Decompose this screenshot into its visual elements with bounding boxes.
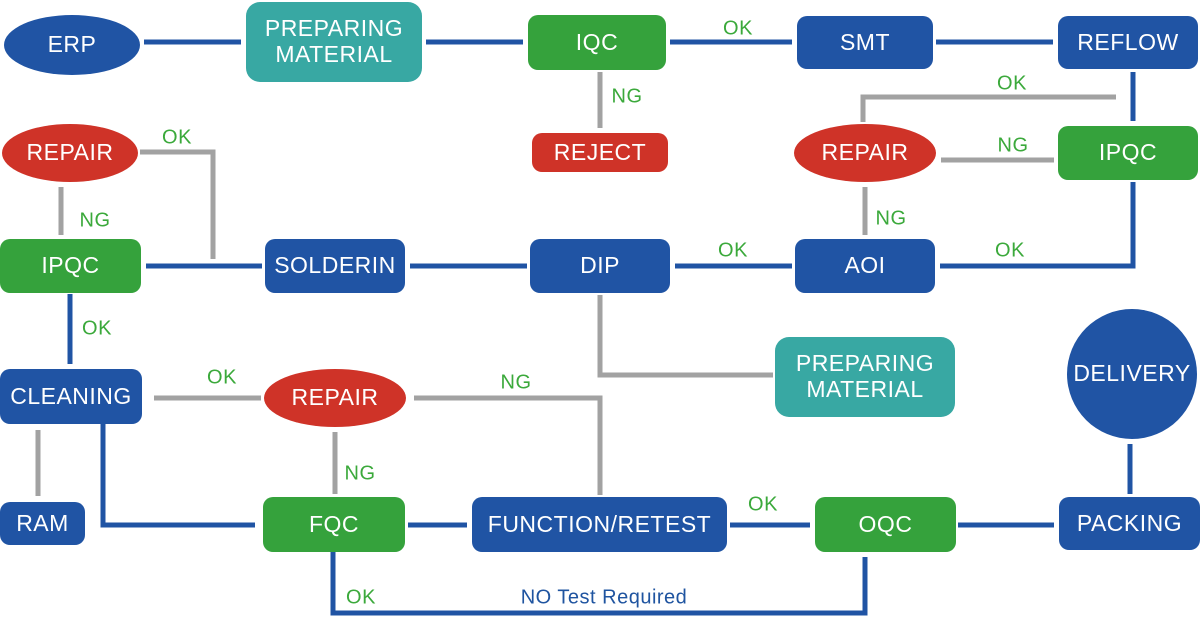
- node-repair-top: REPAIR: [794, 124, 936, 182]
- node-erp-label: ERP: [47, 31, 97, 58]
- arrow-cleaning-to-fqc: [100, 423, 255, 528]
- node-iqc-label: IQC: [575, 28, 619, 55]
- label-ng-function-repair: NG: [500, 371, 532, 394]
- node-aoi: AOI: [795, 239, 935, 293]
- node-reject: REJECT: [532, 133, 668, 172]
- node-preparing-material-2-label: PREPARING MATERIAL: [795, 350, 935, 402]
- node-delivery: DELIVERY: [1067, 309, 1197, 439]
- label-ng-iqc-reject: NG: [611, 85, 643, 108]
- node-repair-bottom: REPAIR: [264, 369, 406, 427]
- node-repair-left: REPAIR: [2, 124, 138, 182]
- node-ipqc-right: IPQC: [1058, 126, 1198, 180]
- node-repair-bottom-label: REPAIR: [291, 384, 379, 411]
- node-reject-label: REJECT: [553, 138, 647, 165]
- node-smt-label: SMT: [839, 28, 891, 55]
- node-repair-top-label: REPAIR: [821, 139, 909, 166]
- label-ok-function-oqc: OK: [748, 493, 778, 516]
- node-dip: DIP: [530, 239, 670, 293]
- label-ok-ipqc-cleaning: OK: [82, 317, 112, 340]
- node-iqc: IQC: [528, 15, 666, 70]
- node-ipqc-left: IPQC: [0, 239, 141, 293]
- node-delivery-label: DELIVERY: [1073, 360, 1191, 387]
- node-aoi-label: AOI: [844, 252, 886, 279]
- node-ipqc-right-label: IPQC: [1098, 139, 1158, 166]
- label-ok-repair-left-return: OK: [162, 126, 192, 149]
- node-reflow: REFLOW: [1058, 16, 1198, 69]
- arrow-function-to-repair-ng: [414, 395, 603, 495]
- node-cleaning: CLEANING: [0, 369, 142, 424]
- node-oqc-label: OQC: [858, 510, 913, 537]
- label-ok-aoi-dip: OK: [718, 239, 748, 262]
- node-function-retest-label: FUNCTION/RETEST: [487, 510, 712, 537]
- node-reflow-label: REFLOW: [1077, 28, 1179, 55]
- label-ok-ipqc-aoi: OK: [995, 239, 1025, 262]
- arrow-repair-left-ok-return: [140, 149, 216, 259]
- node-preparing-material-1-label: PREPARING MATERIAL: [264, 15, 404, 67]
- node-fqc: FQC: [263, 497, 405, 552]
- label-ng-aoi-repair: NG: [875, 207, 907, 230]
- node-erp: ERP: [4, 15, 140, 75]
- node-smt: SMT: [797, 16, 933, 69]
- node-cleaning-label: CLEANING: [10, 382, 132, 409]
- label-ng-ipqc-repair: NG: [997, 134, 1029, 157]
- node-function-retest: FUNCTION/RETEST: [472, 497, 727, 552]
- arrow-preparing2-to-dip: [597, 295, 773, 378]
- node-dip-label: DIP: [580, 252, 620, 279]
- node-packing: PACKING: [1059, 497, 1200, 550]
- node-ram-label: RAM: [16, 509, 69, 536]
- node-repair-left-label: REPAIR: [26, 139, 114, 166]
- node-ipqc-left-label: IPQC: [41, 252, 100, 279]
- label-ng-ipqc-repair-left: NG: [79, 209, 111, 232]
- node-solderin-label: SOLDERIN: [274, 252, 396, 279]
- label-ok-repair-cleaning: OK: [207, 366, 237, 389]
- label-ok-fqc-bottom: OK: [346, 586, 376, 609]
- label-ng-fqc-repair: NG: [344, 462, 376, 485]
- node-oqc: OQC: [815, 497, 956, 552]
- arrow-repair-to-ipqc-ok: [860, 94, 1116, 122]
- label-ok-iqc-smt: OK: [723, 17, 753, 40]
- node-solderin: SOLDERIN: [265, 239, 405, 293]
- node-preparing-material-2: PREPARING MATERIAL: [775, 337, 955, 417]
- node-fqc-label: FQC: [308, 510, 360, 537]
- node-packing-label: PACKING: [1076, 509, 1183, 536]
- node-ram: RAM: [0, 502, 85, 545]
- label-ok-repair-ipqc: OK: [997, 72, 1027, 95]
- node-preparing-material-1: PREPARING MATERIAL: [246, 2, 422, 82]
- label-no-test-required: NO Test Required: [520, 586, 688, 609]
- arrow-ipqc-to-aoi-ok: [940, 182, 1136, 269]
